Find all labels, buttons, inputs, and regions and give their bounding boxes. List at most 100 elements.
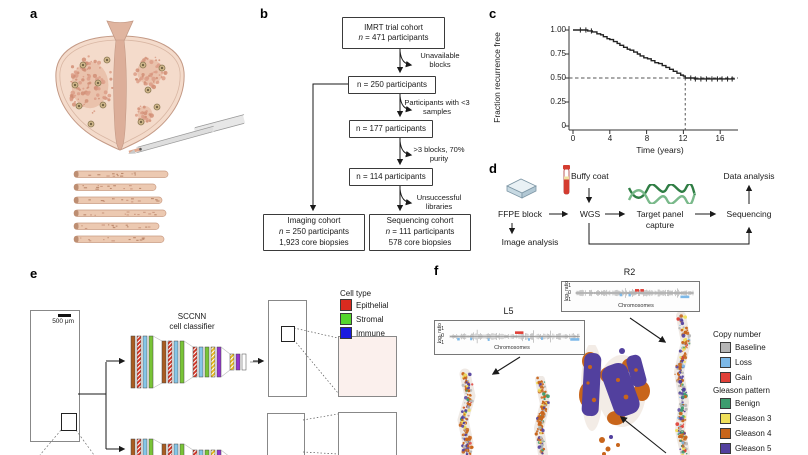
cn-plot-r2: [575, 288, 694, 299]
gleason4-swatch: [720, 428, 731, 439]
panel-d-label: d: [489, 161, 497, 176]
km-y-axis-label: Fraction recurrence free: [492, 32, 502, 123]
panel-e-label: e: [30, 266, 38, 281]
legend-item-gleason5: Gleason 5: [720, 443, 771, 454]
copy-number-legend-title: Copy number: [713, 330, 762, 339]
scale-bar-label: 500 μm: [52, 318, 74, 325]
biopsy-site-markers: [71, 56, 166, 128]
epithelial-label: Epithelial: [356, 300, 389, 310]
legend-item-epithelial: Epithelial: [340, 299, 388, 311]
imaging-cohort-title: Imaging cohort: [287, 216, 341, 226]
cn-l5-ytick-neg1: -1: [439, 340, 444, 346]
exclusion-unsuccessful-libraries: Unsuccessful libraries: [416, 193, 462, 211]
gleason3-swatch: [720, 413, 731, 424]
flowchart-arrows: [309, 47, 413, 212]
flow-box-cohort: IMRT trial cohort n = 471 participants: [342, 17, 445, 49]
cn-r2-ytick-neg1: -1: [566, 297, 571, 303]
benign-label: Benign: [735, 399, 760, 408]
km-ytick-3: 0.50: [550, 73, 566, 82]
node-ffpe-block: FFPE block: [498, 209, 542, 219]
legend-item-benign: Benign: [720, 398, 760, 409]
gleason-cluster-illustration: [579, 345, 650, 455]
immune-label: Immune: [356, 328, 385, 338]
urethra-channel: [113, 39, 127, 151]
dna-helix-icon: [627, 184, 697, 204]
node-wgs: WGS: [579, 209, 601, 219]
km-xtick-0: 0: [570, 134, 576, 143]
panel-b-label: b: [260, 6, 268, 21]
node-sequencing: Sequencing: [726, 209, 772, 219]
sccnn-network-diagram: [130, 335, 260, 389]
flow-box-n177: n = 177 participants: [349, 120, 433, 138]
km-x-axis-label: Time (years): [636, 145, 684, 155]
celltype-biopsy-frame: [268, 300, 307, 397]
legend-item-loss: Loss: [720, 357, 752, 368]
km-xtick-16: 16: [715, 134, 725, 143]
flow-box-imaging-cohort: Imaging cohort n = 250 participants 1,92…: [263, 214, 365, 251]
flow-box-n250: n = 250 participants: [348, 76, 436, 94]
sccnn-title-line2: cell classifier: [169, 322, 215, 331]
immune-swatch: [340, 327, 352, 339]
scale-bar: [58, 314, 71, 317]
cn-r2-ytick-0: 0: [568, 290, 571, 296]
he-biopsy-frame: [30, 310, 80, 442]
exclusion-lt3-samples: Participants with <3 samples: [404, 98, 470, 116]
node-target-panel-line2: capture: [645, 220, 675, 230]
imaging-cohort-biopsies: 1,923 core biopsies: [279, 238, 349, 248]
gleason-strip-middle: [534, 376, 550, 455]
panel-f-label: f: [434, 263, 439, 278]
cell-detail-frame: [338, 336, 397, 397]
stromal-swatch: [340, 313, 352, 325]
panel-a-label: a: [30, 6, 38, 21]
panel-c-label: c: [489, 6, 497, 21]
cn-plot-l5: [449, 329, 580, 344]
cn-plot-l5-title: L5: [503, 306, 514, 316]
flow-box-sequencing-cohort: Sequencing cohort n = 111 participants 5…: [369, 214, 471, 251]
gain-label: Gain: [735, 373, 752, 382]
kaplan-meier-plot: [565, 26, 738, 134]
node-data-analysis: Data analysis: [723, 171, 775, 181]
celltype-zoom-square: [281, 326, 295, 342]
km-xtick-12: 12: [678, 134, 688, 143]
epithelial-swatch: [340, 299, 352, 311]
cn-plot-r2-frame: [561, 281, 700, 312]
gleason-detail-frame: [338, 412, 397, 455]
urethra-funnel: [106, 20, 134, 42]
baseline-swatch: [720, 342, 731, 353]
cn-l5-ytick-0: 0: [441, 333, 444, 339]
node-image-analysis: Image analysis: [501, 237, 559, 247]
cn-r2-xlabel: Chromosomes: [618, 303, 654, 309]
sccnn-network-diagram-row2: [130, 438, 228, 455]
panel-e-connectors: [39, 327, 339, 455]
km-ytick-5: 0: [561, 121, 566, 130]
km-xtick-8: 8: [644, 134, 650, 143]
prostate-illustration: [55, 20, 246, 154]
sequencing-cohort-n: n = 111 participants: [385, 226, 455, 236]
legend-item-gleason3: Gleason 3: [720, 413, 771, 424]
flow-box-cohort-line2: n = 471 participants: [358, 33, 429, 42]
km-ytick-1: 1.00: [550, 25, 566, 34]
imaging-cohort-n: n = 250 participants: [278, 226, 350, 236]
cn-l5-ytick-1: 1: [441, 326, 444, 332]
sccnn-title-line1: SCCNN: [177, 312, 207, 321]
gain-swatch: [720, 372, 731, 383]
gleason-strip-right: [674, 312, 692, 455]
km-ytick-2: 0.75: [550, 49, 566, 58]
node-target-panel-line1: Target panel: [636, 209, 684, 219]
loss-label: Loss: [735, 358, 752, 367]
he-zoom-square: [61, 413, 77, 431]
gleason5-label: Gleason 5: [735, 444, 772, 453]
sequencing-cohort-title: Sequencing cohort: [386, 216, 454, 226]
gleason-legend-title: Gleason pattern: [713, 386, 770, 395]
ffpe-block-icon: [506, 178, 537, 199]
legend-item-gain: Gain: [720, 372, 752, 383]
node-buffy-coat: Buffy coat: [571, 171, 609, 181]
cell-type-legend-title: Cell type: [340, 289, 372, 298]
panel-f-arrows: [491, 317, 667, 454]
benign-swatch: [720, 398, 731, 409]
workflow-arrows: [508, 184, 753, 245]
cn-plot-r2-title: R2: [623, 267, 636, 277]
cn-l5-xlabel: Chromosomes: [494, 345, 530, 351]
